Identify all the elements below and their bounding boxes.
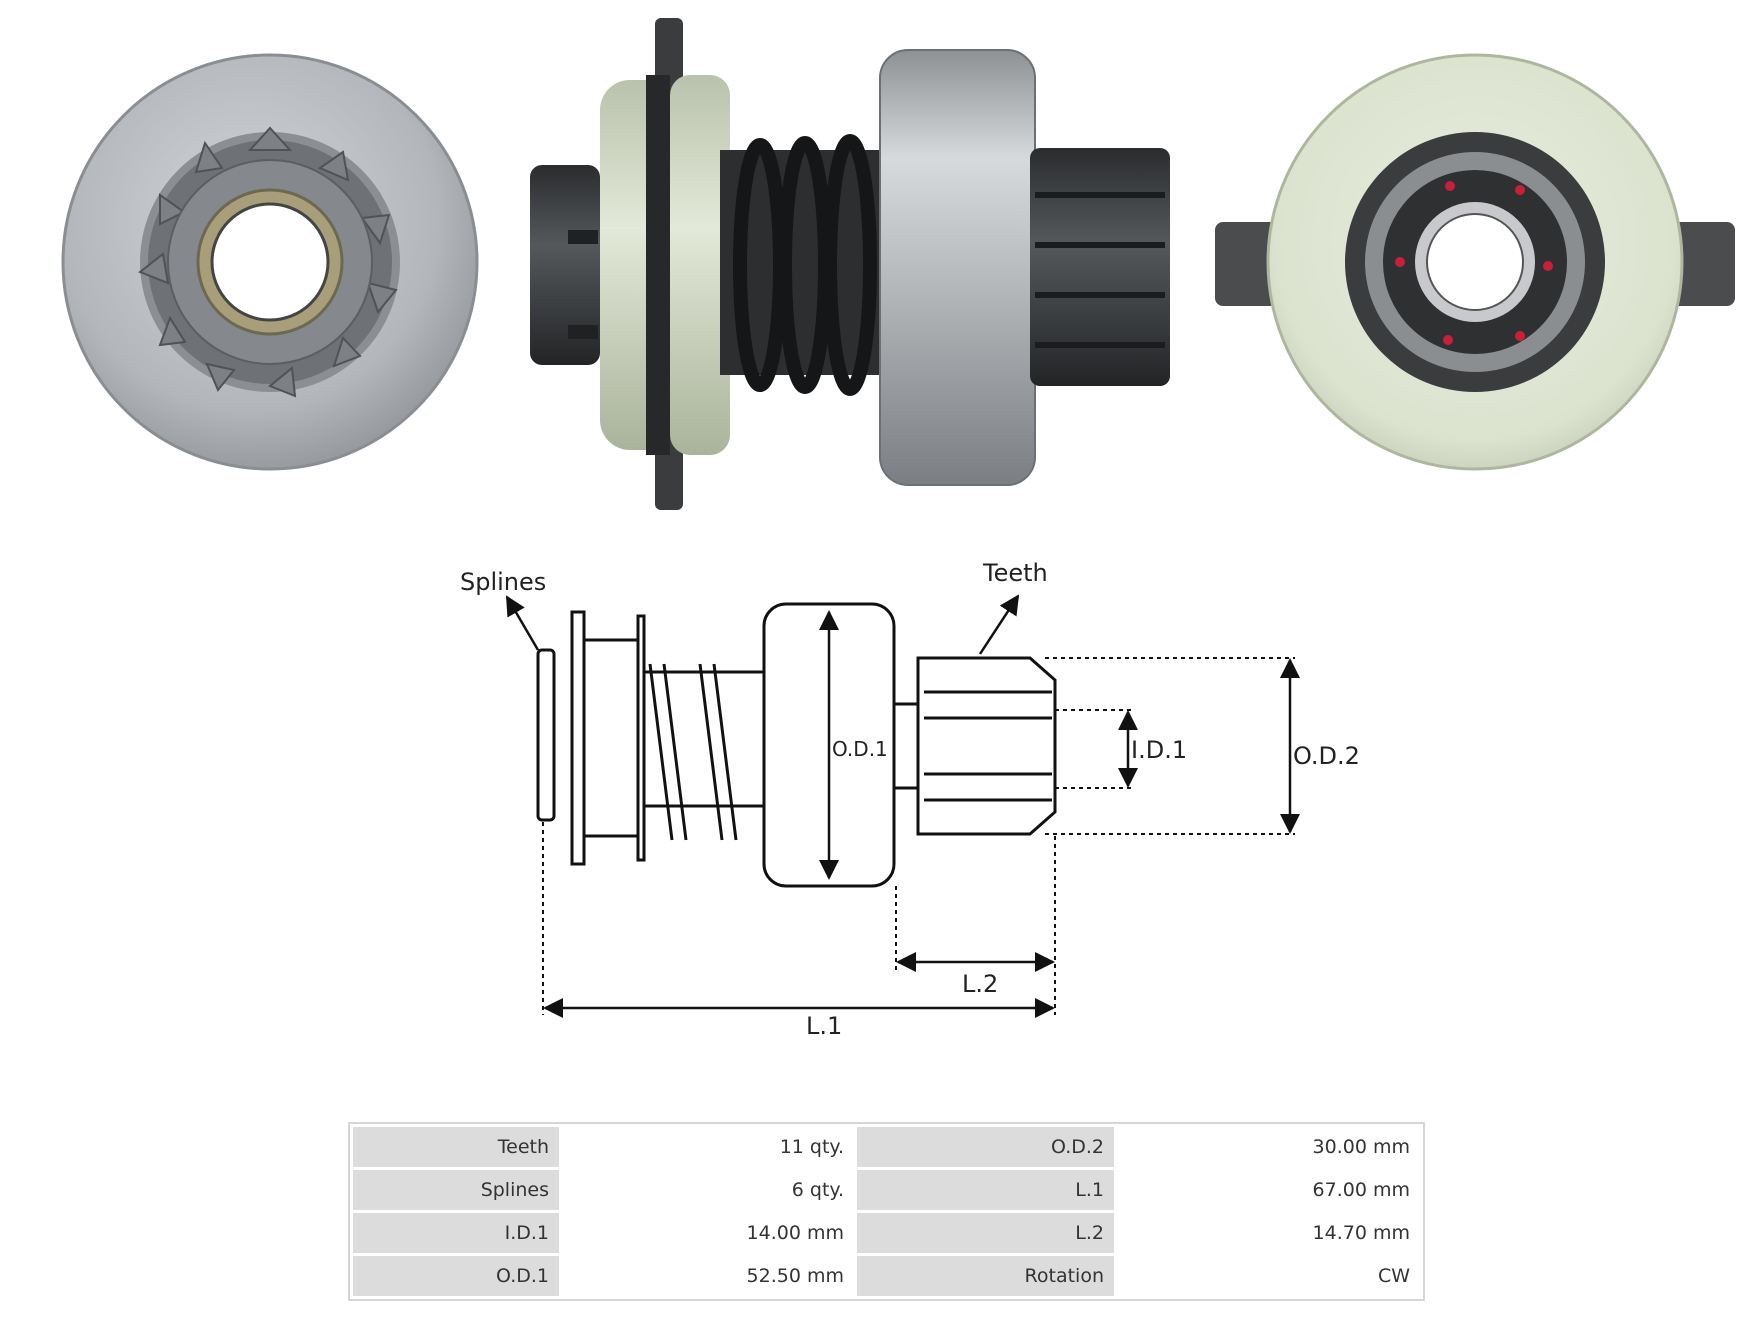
table-row: Teeth 11 qty. O.D.2 30.00 mm (353, 1127, 1420, 1167)
spec-value: 14.70 mm (1117, 1213, 1420, 1253)
table-row: I.D.1 14.00 mm L.2 14.70 mm (353, 1213, 1420, 1253)
spring-coils (733, 134, 877, 396)
drive-side-view (530, 18, 1170, 510)
od2-label: O.D.2 (1293, 742, 1360, 770)
product-photos (61, 18, 1735, 510)
teeth-label: Teeth (982, 559, 1048, 587)
spec-value: 14.00 mm (562, 1213, 854, 1253)
l1-label: L.1 (806, 1012, 842, 1040)
spec-label: I.D.1 (353, 1213, 559, 1253)
spec-value: CW (1117, 1256, 1420, 1296)
spec-label: L.2 (857, 1213, 1114, 1253)
spec-value: 6 qty. (562, 1170, 854, 1210)
spec-label: L.1 (857, 1170, 1114, 1210)
spec-value: 30.00 mm (1117, 1127, 1420, 1167)
spec-table: Teeth 11 qty. O.D.2 30.00 mm Splines 6 q… (348, 1122, 1425, 1301)
spec-label: O.D.1 (353, 1256, 559, 1296)
spec-label: O.D.2 (857, 1127, 1114, 1167)
spec-value: 11 qty. (562, 1127, 854, 1167)
table-row: O.D.1 52.50 mm Rotation CW (353, 1256, 1420, 1296)
pinion-gear-teeth (138, 126, 398, 398)
spec-value: 67.00 mm (1117, 1170, 1420, 1210)
drive-rear-view (1215, 53, 1735, 471)
spec-label: Teeth (353, 1127, 559, 1167)
spec-label: Splines (353, 1170, 559, 1210)
id1-label: I.D.1 (1131, 736, 1187, 764)
spec-label: Rotation (857, 1256, 1114, 1296)
spec-value: 52.50 mm (562, 1256, 854, 1296)
table-row: Splines 6 qty. L.1 67.00 mm (353, 1170, 1420, 1210)
l2-label: L.2 (962, 970, 998, 998)
splines-label: Splines (460, 568, 546, 596)
dimension-diagram: Splines Teeth O.D.1 I.D.1 O.D.2 L.2 L.1 (460, 559, 1360, 1040)
red-marker-dots (1395, 181, 1553, 345)
od1-label: O.D.1 (832, 737, 888, 761)
pinion-front-view (61, 53, 479, 471)
